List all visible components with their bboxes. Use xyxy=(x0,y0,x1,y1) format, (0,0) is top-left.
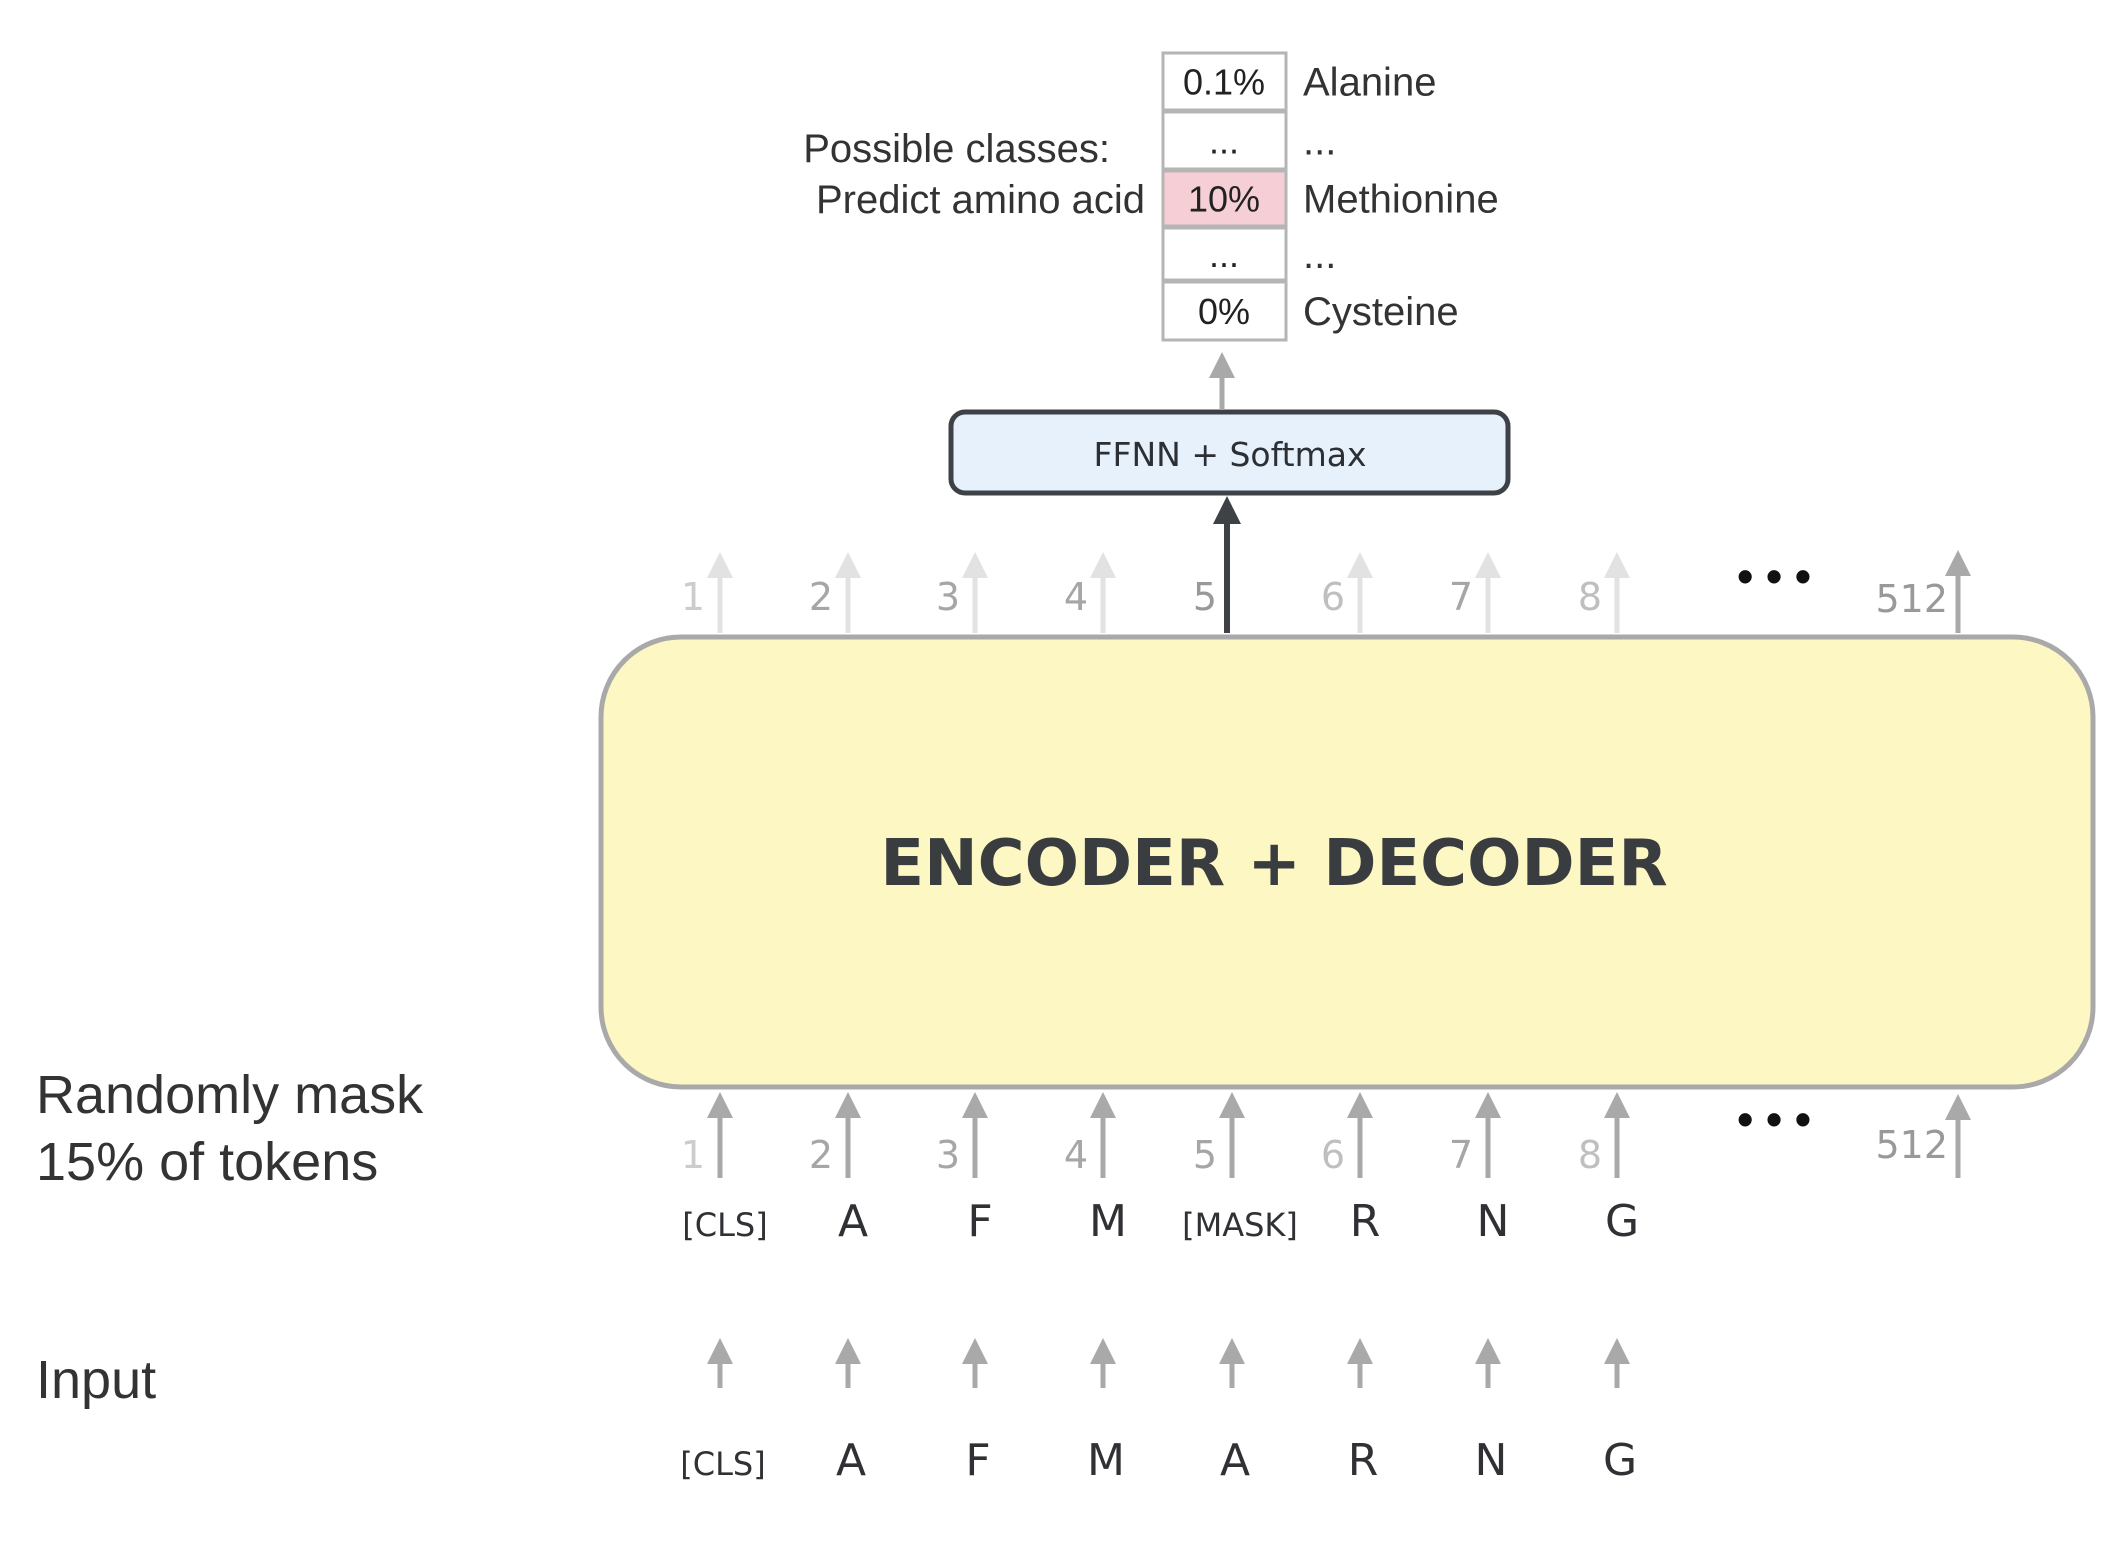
output-position-label: 5 xyxy=(1193,575,1217,619)
prob-cell xyxy=(1161,169,1288,228)
mask-label-line1: Randomly mask xyxy=(36,1065,424,1125)
input-position-label: 8 xyxy=(1578,1133,1602,1177)
input-position-last: 512 xyxy=(1875,1123,1948,1167)
output-position-last: 512 xyxy=(1875,577,1948,621)
output-arrow xyxy=(1347,552,1373,633)
input-token: N xyxy=(1475,1435,1508,1486)
input-arrow-last xyxy=(1945,1094,1971,1178)
masked-token: F xyxy=(967,1196,992,1247)
input-position-label: 3 xyxy=(936,1133,960,1177)
possible-classes-label: Possible classes: xyxy=(803,127,1110,171)
ffnn-softmax-label: FFNN + Softmax xyxy=(1094,435,1367,474)
input-token: G xyxy=(1603,1435,1637,1486)
masked-token: M xyxy=(1089,1196,1127,1247)
prob-value: 0% xyxy=(1198,291,1250,332)
input-arrow xyxy=(962,1092,988,1178)
input-arrow xyxy=(1604,1092,1630,1178)
raw-input-arrow xyxy=(835,1338,861,1388)
output-arrow xyxy=(1090,552,1116,633)
input-arrow xyxy=(1090,1092,1116,1178)
masked-token: G xyxy=(1605,1196,1639,1247)
output-position-label: 4 xyxy=(1064,575,1088,619)
output-position-label: 6 xyxy=(1321,575,1345,619)
input-token: A xyxy=(836,1435,866,1486)
prob-cell xyxy=(1161,51,1288,112)
prob-value: 0.1% xyxy=(1183,62,1265,103)
output-arrow xyxy=(707,552,733,633)
input-arrow xyxy=(1219,1092,1245,1178)
raw-input-arrow xyxy=(1475,1338,1501,1388)
prob-cell xyxy=(1161,110,1288,171)
encoder-decoder-block xyxy=(598,634,2096,1090)
prob-cell xyxy=(1161,280,1288,342)
input-arrow xyxy=(835,1092,861,1178)
input-arrow xyxy=(707,1092,733,1178)
input-positions: 1 2 3 4 5 6 7 8 512 • • • xyxy=(681,1092,1971,1178)
input-position-label: 4 xyxy=(1064,1133,1088,1177)
prob-value: 10% xyxy=(1188,179,1260,220)
encoder-decoder-label: ENCODER + DECODER xyxy=(880,827,1667,901)
output-position-label: 7 xyxy=(1449,575,1473,619)
class-name: ... xyxy=(1303,233,1336,277)
prob-value: ... xyxy=(1209,234,1239,275)
input-position-label: 1 xyxy=(681,1133,705,1177)
input-arrow xyxy=(1347,1092,1373,1178)
input-token: A xyxy=(1220,1435,1250,1486)
output-position-label: 3 xyxy=(936,575,960,619)
output-positions: 1 2 3 4 5 6 7 8 512 • • • xyxy=(681,550,1971,633)
raw-input-arrow xyxy=(962,1338,988,1388)
input-ellipsis: • • • xyxy=(1737,1093,1811,1145)
input-arrow xyxy=(1475,1092,1501,1178)
masked-token: N xyxy=(1477,1196,1510,1247)
output-position-label: 1 xyxy=(681,575,705,619)
predict-label: Predict amino acid xyxy=(816,178,1145,222)
output-arrow xyxy=(962,552,988,633)
prob-row: 0% Cysteine xyxy=(1161,280,1459,342)
output-arrow xyxy=(1475,552,1501,633)
input-position-label: 6 xyxy=(1321,1133,1345,1177)
input-token: R xyxy=(1348,1435,1379,1486)
pos5-to-ffnn-arrowhead xyxy=(1213,496,1241,524)
raw-input-arrow xyxy=(1090,1338,1116,1388)
input-token: F xyxy=(965,1435,990,1486)
masked-token-row: [CLS] A F M [MASK] R N G xyxy=(682,1196,1639,1247)
masked-token: [MASK] xyxy=(1182,1206,1298,1244)
input-token: [CLS] xyxy=(680,1445,765,1483)
raw-input-arrow xyxy=(1347,1338,1373,1388)
prob-row: 10% Methionine xyxy=(1161,169,1499,228)
input-position-label: 5 xyxy=(1193,1133,1217,1177)
input-label: Input xyxy=(36,1350,156,1410)
prob-row: ...... xyxy=(1161,226,1336,282)
output-ellipsis: • • • xyxy=(1737,550,1811,602)
input-token-row: [CLS] A F M A R N G xyxy=(680,1338,1637,1486)
class-name: Cysteine xyxy=(1303,290,1459,334)
raw-input-arrow xyxy=(707,1338,733,1388)
masked-token: R xyxy=(1350,1196,1381,1247)
prob-cell xyxy=(1161,226,1288,282)
prob-row: ...... xyxy=(1161,110,1336,171)
output-position-label: 2 xyxy=(809,575,833,619)
raw-input-arrow xyxy=(1219,1338,1245,1388)
probability-table: 0.1% Alanine...... 10% Methionine...... 0% Cy… xyxy=(1161,51,1499,342)
mask-label-line2: 15% of tokens xyxy=(36,1132,378,1192)
class-name: Alanine xyxy=(1303,61,1436,105)
output-arrow xyxy=(835,552,861,633)
ffnn-to-table-arrowhead xyxy=(1209,352,1235,378)
output-arrow-last xyxy=(1945,550,1971,633)
input-position-label: 2 xyxy=(809,1133,833,1177)
class-name: Methionine xyxy=(1303,178,1499,222)
output-position-label: 8 xyxy=(1578,575,1602,619)
masked-token: A xyxy=(838,1196,868,1247)
prob-value: ... xyxy=(1209,121,1239,162)
masked-token: [CLS] xyxy=(682,1206,767,1244)
output-arrow xyxy=(1604,552,1630,633)
class-name: ... xyxy=(1303,120,1336,164)
raw-input-arrow xyxy=(1604,1338,1630,1388)
input-token: M xyxy=(1087,1435,1125,1486)
ffnn-softmax-block xyxy=(948,409,1511,496)
prob-row: 0.1% Alanine xyxy=(1161,51,1436,112)
input-position-label: 7 xyxy=(1449,1133,1473,1177)
